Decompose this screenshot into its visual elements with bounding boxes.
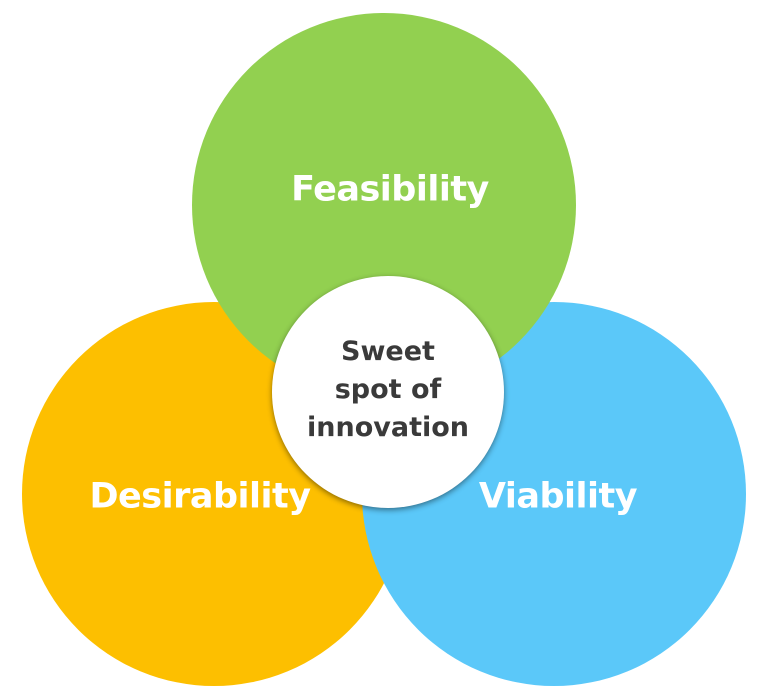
feasibility-label: Feasibility bbox=[291, 169, 489, 210]
sweet-spot-line-3: innovation bbox=[307, 412, 469, 443]
desirability-label: Desirability bbox=[89, 476, 311, 517]
sweet-spot-circle bbox=[272, 276, 504, 508]
sweet-spot-line-1: Sweet bbox=[341, 336, 435, 367]
viability-label: Viability bbox=[478, 476, 638, 517]
sweet-spot-line-2: spot of bbox=[334, 374, 442, 405]
sweet-spot-label: Sweet spot of innovation bbox=[307, 333, 469, 447]
